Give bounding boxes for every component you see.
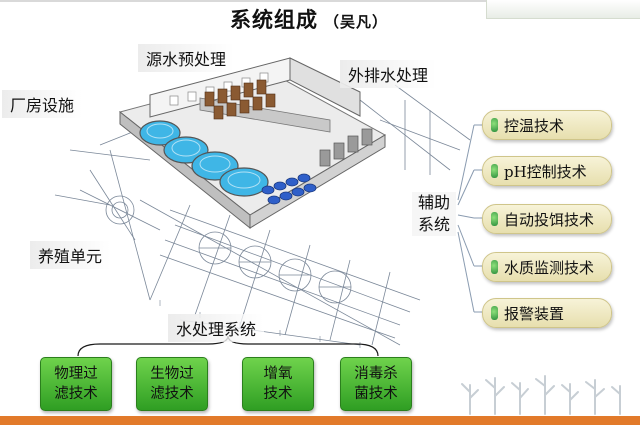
treatment-oxygenation: 增氧技术: [242, 357, 314, 411]
treatment-disinfection: 消毒杀菌技术: [340, 357, 412, 411]
aux-bracket: [457, 124, 482, 313]
decorative-plants: [461, 375, 621, 415]
pretreatment-equipment: [204, 79, 276, 120]
aux-item-label: pH控制技术: [504, 162, 587, 181]
label-auxiliary: 辅助系统: [412, 192, 456, 236]
treatment-label: 增氧技术: [263, 366, 293, 402]
drainage-equipment: [319, 128, 373, 167]
bullet-icon: [491, 306, 498, 320]
tank-highlights: [146, 123, 261, 189]
treatment-physical-filter: 物理过滤技术: [40, 357, 112, 411]
bullet-icon: [491, 212, 498, 226]
bullet-icon: [491, 164, 498, 178]
aux-item-feeding: 自动投饵技术: [482, 204, 612, 234]
building-side-wall: [249, 134, 386, 229]
filter-drums: [261, 173, 317, 205]
treatment-label: 物理过滤技术: [54, 366, 98, 402]
aux-item-ph: pH控制技术: [482, 156, 612, 186]
top-rule: [0, 0, 640, 2]
aux-item-temperature: 控温技术: [482, 110, 612, 140]
bullet-icon: [491, 118, 498, 132]
treatment-label: 消毒杀菌技术: [354, 366, 398, 402]
label-plant: 厂房设施: [2, 90, 83, 118]
label-water-treatment: 水处理系统: [168, 314, 265, 342]
aux-item-monitoring: 水质监测技术: [482, 252, 612, 282]
label-breeding: 养殖单元: [30, 241, 111, 269]
label-drainage: 外排水处理: [340, 60, 437, 88]
corner-panel: [486, 0, 640, 19]
aux-item-alarm: 报警装置: [482, 298, 612, 328]
aux-item-label: 自动投饵技术: [504, 210, 595, 229]
bullet-icon: [491, 260, 498, 274]
aux-item-label: 水质监测技术: [504, 258, 595, 277]
treatment-label: 生物过滤技术: [150, 366, 194, 402]
label-source-water: 源水预处理: [138, 44, 235, 72]
title-author: （吴凡）: [324, 13, 389, 31]
treatment-bio-filter: 生物过滤技术: [136, 357, 208, 411]
building-right-wall: [289, 57, 361, 117]
aux-item-label: 报警装置: [504, 304, 565, 323]
aux-item-label: 控温技术: [504, 116, 565, 135]
page-title: 系统组成 （吴凡）: [230, 4, 470, 34]
title-main: 系统组成: [230, 7, 318, 32]
blueprint-plan: [54, 84, 471, 346]
bottom-accent-bar: [0, 416, 640, 425]
